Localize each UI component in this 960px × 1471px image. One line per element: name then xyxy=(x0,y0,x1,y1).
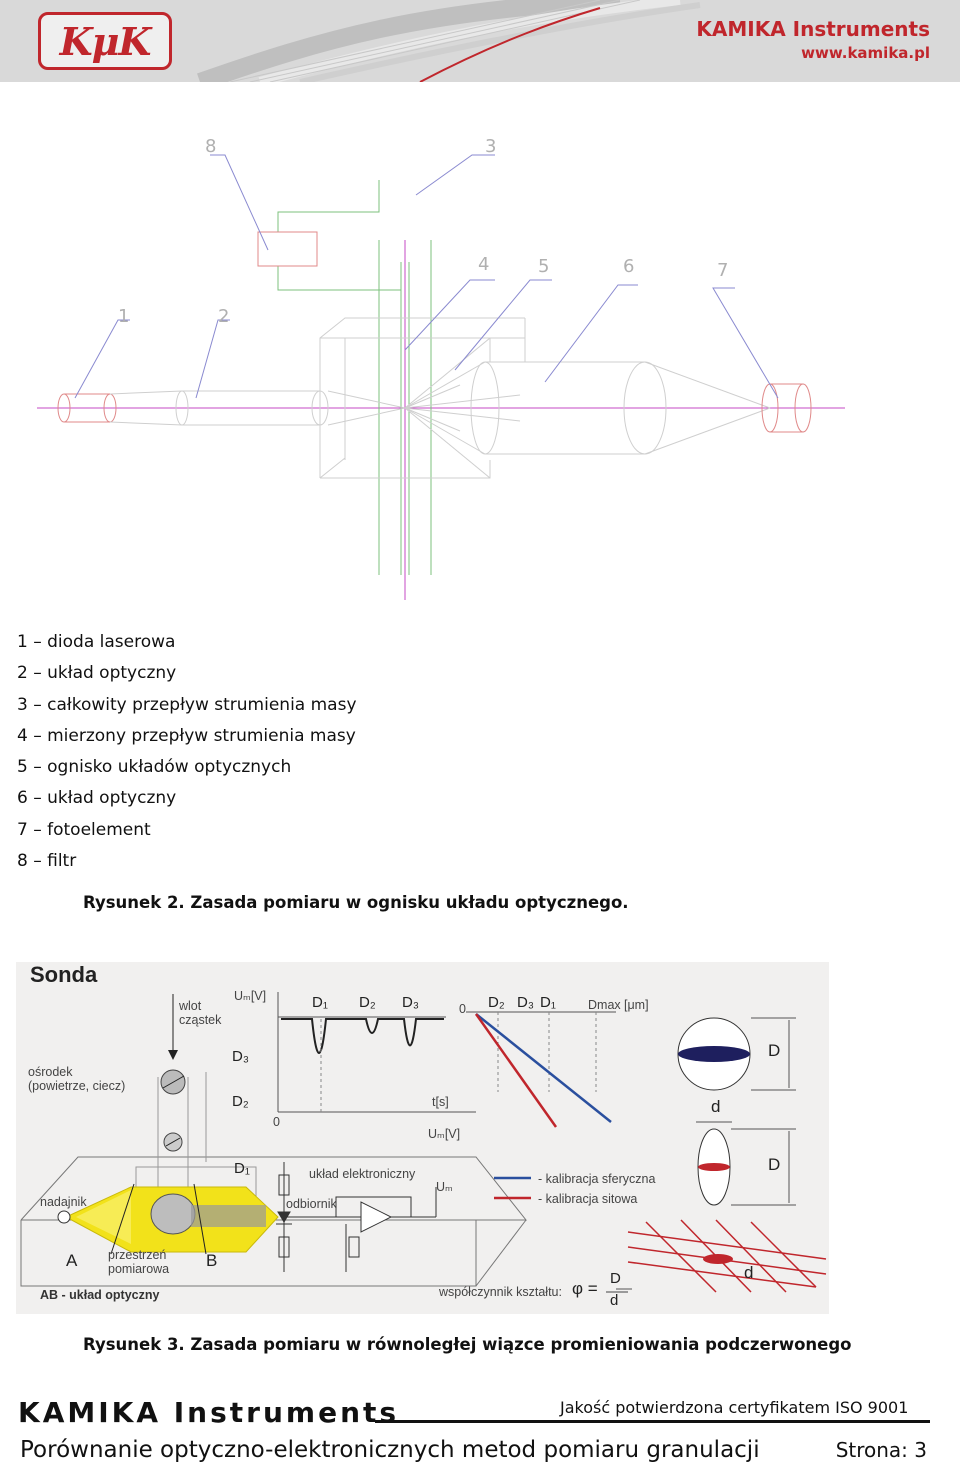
legend-sieve: - kalibracja sitowa xyxy=(538,1192,638,1206)
calibration-sieve-line xyxy=(474,1013,558,1128)
figure-legend: 1 – dioda laserowa 2 – układ optyczny 3 … xyxy=(17,630,357,880)
legend-item: 5 – ognisko układów optycznych xyxy=(17,757,292,778)
logo-text: KμK xyxy=(59,19,152,64)
label-t-axis: t[s] xyxy=(432,1095,449,1109)
legend-item: 2 – układ optyczny xyxy=(17,663,177,684)
filter-box xyxy=(257,231,318,267)
callout-7: 7 xyxy=(717,260,728,281)
label-d2-right: D₂ xyxy=(488,994,505,1011)
label-sphere-small-d: d xyxy=(711,1097,721,1116)
legend-item: 6 – układ optyczny xyxy=(17,788,177,809)
label-zero-right: 0 xyxy=(459,1002,466,1016)
label-d2-left: D₂ xyxy=(232,1093,249,1110)
figure2-caption: Rysunek 2. Zasada pomiaru w ognisku ukła… xyxy=(83,893,629,912)
header-banner: KμK KAMIKA Instruments www.kamika.pl xyxy=(0,0,960,82)
brand-url[interactable]: www.kamika.pl xyxy=(801,44,930,62)
label-shape-factor: współczynnik kształtu: xyxy=(439,1285,562,1299)
label-micron: [μm] xyxy=(624,998,649,1012)
sonda-title: Sonda xyxy=(30,962,98,987)
callout-6: 6 xyxy=(623,256,634,277)
brand-block: KAMIKA Instruments www.kamika.pl xyxy=(696,16,930,62)
footer-divider xyxy=(375,1420,930,1423)
label-measurement-space: przestrzeń pomiarowa xyxy=(108,1248,170,1276)
footer-certification: Jakość potwierdzona certyfikatem ISO 900… xyxy=(560,1398,909,1417)
footer-page-number: Strona: 3 xyxy=(835,1438,927,1462)
legend-item: 7 – fotoelement xyxy=(17,819,151,840)
label-d1-right: D₁ xyxy=(540,994,556,1011)
legend-item: 1 – dioda laserowa xyxy=(17,632,176,652)
figure3-caption: Rysunek 3. Zasada pomiaru w równoległej … xyxy=(83,1335,852,1354)
label-receiver: odbiornik xyxy=(286,1197,337,1211)
company-logo: KμK xyxy=(38,12,172,70)
label-d2-top: D₂ xyxy=(359,994,376,1011)
label-phi-numerator: D xyxy=(610,1270,621,1287)
footer-brand: KAMIKA Instruments xyxy=(18,1396,400,1429)
callout-1: 1 xyxy=(118,306,129,327)
label-d3-top: D₃ xyxy=(402,994,419,1011)
collecting-optics-cylinder xyxy=(470,361,771,455)
label-d1-left: D₁ xyxy=(234,1160,250,1177)
receiver-circuit xyxy=(276,1162,437,1272)
label-dmax: Dmax xyxy=(588,998,621,1012)
label-transmitter: nadajnik xyxy=(40,1195,87,1209)
sonda-drawing xyxy=(20,992,827,1293)
callout-2: 2 xyxy=(218,306,229,327)
label-sphere-d: D xyxy=(768,1041,781,1060)
callout-3: 3 xyxy=(485,136,496,157)
measurement-box xyxy=(20,1220,477,1287)
signal-trace xyxy=(281,1018,444,1054)
label-optics: AB - układ optyczny xyxy=(40,1288,160,1302)
particle-in-beam xyxy=(150,1193,196,1235)
label-medium: ośrodek (powietrze, ciecz) xyxy=(28,1065,126,1093)
label-zero: 0 xyxy=(273,1115,280,1129)
label-um-axis-2: Uₘ[V] xyxy=(428,1127,461,1141)
legend-item: 4 – mierzony przepływ strumienia masy xyxy=(17,725,356,746)
footer-document-title: Porównanie optyczno-elektronicznych meto… xyxy=(20,1437,760,1463)
optical-schematic-figure: 1 2 3 4 5 6 7 8 xyxy=(37,136,845,600)
label-point-b: B xyxy=(206,1251,218,1270)
banner-decoration xyxy=(197,0,701,82)
particle-glyphs xyxy=(160,1069,186,1152)
label-inlet: wlot cząstek xyxy=(179,999,222,1027)
label-point-a: A xyxy=(66,1251,78,1270)
legend-item: 8 – filtr xyxy=(17,851,77,872)
callout-4: 4 xyxy=(478,254,489,275)
label-d1-top: D₁ xyxy=(312,994,328,1011)
label-electronics: układ elektroniczny xyxy=(309,1167,416,1181)
calibration-spherical-line xyxy=(475,1013,612,1123)
label-um-out: Uₘ xyxy=(436,1180,453,1194)
label-phi: φ = xyxy=(572,1279,598,1298)
label-ellipsoid-d: D xyxy=(768,1155,781,1174)
legend-item: 3 – całkowity przepływ strumienia masy xyxy=(17,694,357,715)
sieve-grid xyxy=(627,1219,827,1293)
callout-5: 5 xyxy=(538,256,549,277)
label-d3-left: D₃ xyxy=(232,1048,249,1065)
label-um-axis: Uₘ[V] xyxy=(234,989,267,1003)
callout-8: 8 xyxy=(205,136,216,157)
label-grid-d: d xyxy=(744,1263,754,1282)
brand-name: KAMIKA Instruments xyxy=(696,17,930,41)
sonda-figure: Sonda wlot cząstek ośrodek (powietrze, c… xyxy=(16,962,829,1314)
label-d3-right: D₃ xyxy=(517,994,534,1011)
label-phi-denominator: d xyxy=(610,1292,619,1309)
legend-spherical: - kalibracja sferyczna xyxy=(538,1172,656,1186)
